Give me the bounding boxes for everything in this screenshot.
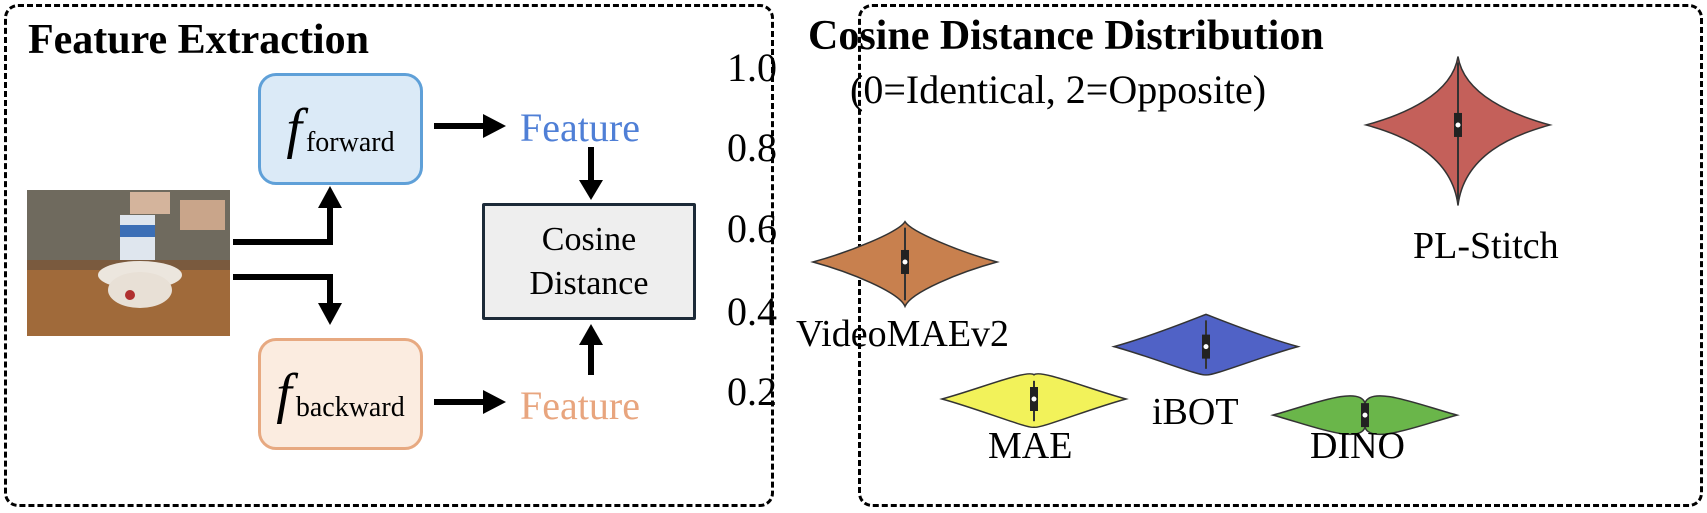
backward-f-symbol: f: [276, 363, 292, 425]
violin-dino: [1270, 395, 1460, 436]
violin-median-dot: [1455, 122, 1461, 128]
forward-f-symbol: f: [286, 98, 302, 160]
violin-median-dot: [1031, 396, 1037, 402]
y-tick-label: 0.6: [727, 206, 777, 251]
y-tick-label: 0.8: [727, 125, 777, 170]
cosine-label: Cosine: [541, 221, 637, 258]
violin-label-videomaev2: VideoMAEv2: [796, 313, 1010, 355]
violin-videomaev2: [810, 220, 1000, 309]
violin-median-dot: [902, 259, 908, 265]
violin-pl-stitch: [1363, 56, 1553, 206]
violin-mae: [939, 373, 1129, 428]
y-tick-label: 0.4: [727, 289, 777, 334]
cosine-distance-box: Cosine Distance: [482, 203, 696, 320]
y-tick-label: 1.0: [727, 45, 777, 90]
violin-label-mae: MAE: [988, 425, 1073, 467]
violin-label-dino: DINO: [1310, 425, 1405, 467]
distribution-subtitle: (0=Identical, 2=Opposite): [850, 67, 1267, 112]
feature-extraction-panel: [4, 4, 774, 507]
violin-label-ibot: iBOT: [1152, 391, 1239, 433]
distribution-title: Cosine Distance Distribution: [808, 13, 1324, 59]
feature-top-label: Feature: [520, 105, 640, 150]
y-tick-label: 0.2: [727, 369, 777, 414]
violin-median-dot: [1362, 412, 1368, 418]
video-frame-image: [27, 190, 230, 336]
backward-subscript: backward: [295, 392, 405, 423]
feature-extraction-title: Feature Extraction: [28, 17, 369, 63]
feature-bottom-label: Feature: [520, 383, 640, 428]
violin-ibot: [1111, 313, 1301, 376]
distance-label: Distance: [529, 265, 649, 302]
forward-subscript: forward: [305, 127, 395, 158]
violin-label-pl-stitch: PL-Stitch: [1413, 225, 1559, 267]
violin-median-dot: [1203, 344, 1209, 350]
